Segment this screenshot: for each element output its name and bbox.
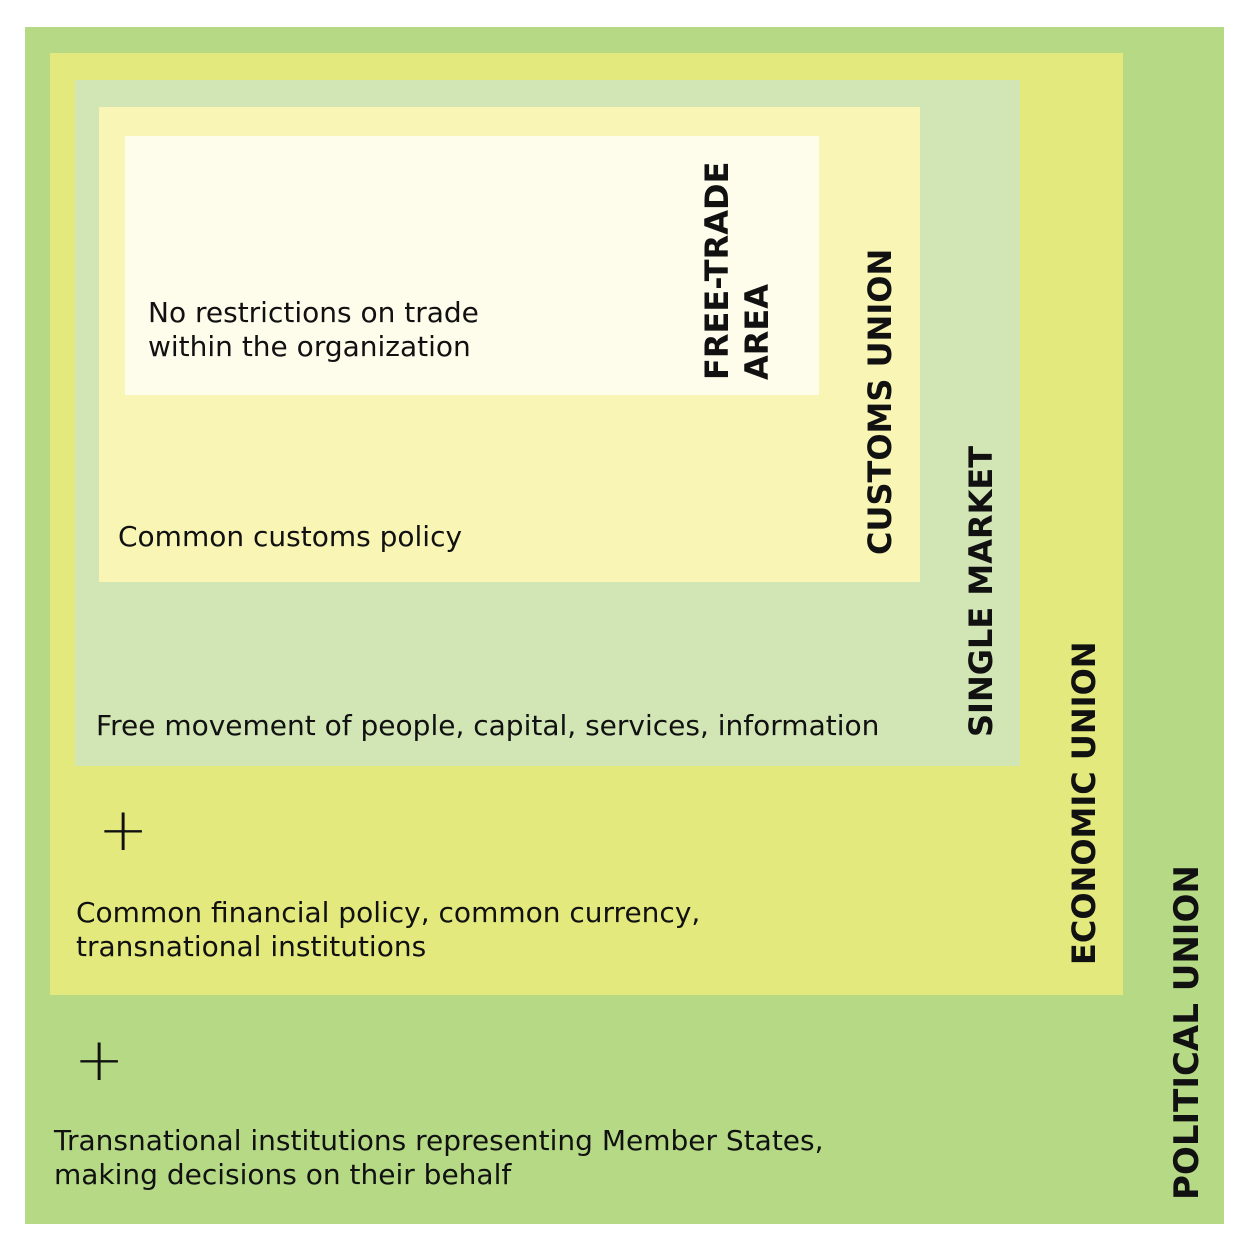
economic-union-description: Common financial policy, common currency… bbox=[76, 896, 700, 964]
economic-description-line2: transnational institutions bbox=[76, 930, 427, 963]
political-plus-icon: + bbox=[74, 1025, 125, 1095]
free-trade-area-label: FREE-TRADE AREA bbox=[697, 162, 777, 380]
free-trade-description-line2: within the organization bbox=[148, 330, 471, 363]
free-trade-description: No restrictions on trade within the orga… bbox=[148, 296, 479, 364]
single-market-description: Free movement of people, capital, servic… bbox=[96, 709, 880, 742]
political-union-label: POLITICAL UNION bbox=[1167, 865, 1207, 1200]
political-description-line2: making decisions on their behalf bbox=[54, 1158, 512, 1191]
political-union-description: Transnational institutions representing … bbox=[54, 1124, 824, 1192]
political-description-line1: Transnational institutions representing … bbox=[54, 1124, 824, 1157]
free-trade-label-line1: FREE-TRADE bbox=[698, 161, 736, 380]
single-market-label: SINGLE MARKET bbox=[962, 445, 1000, 737]
economic-description-line1: Common financial policy, common currency… bbox=[76, 896, 701, 929]
free-trade-description-line1: No restrictions on trade bbox=[148, 296, 479, 329]
customs-union-label: CUSTOMS UNION bbox=[861, 248, 899, 555]
customs-union-description: Common customs policy bbox=[118, 520, 463, 553]
free-trade-area-box bbox=[125, 136, 819, 395]
free-trade-label-line2: AREA bbox=[738, 283, 776, 380]
economic-plus-icon: + bbox=[98, 795, 149, 865]
economic-union-label: ECONOMIC UNION bbox=[1065, 641, 1103, 965]
